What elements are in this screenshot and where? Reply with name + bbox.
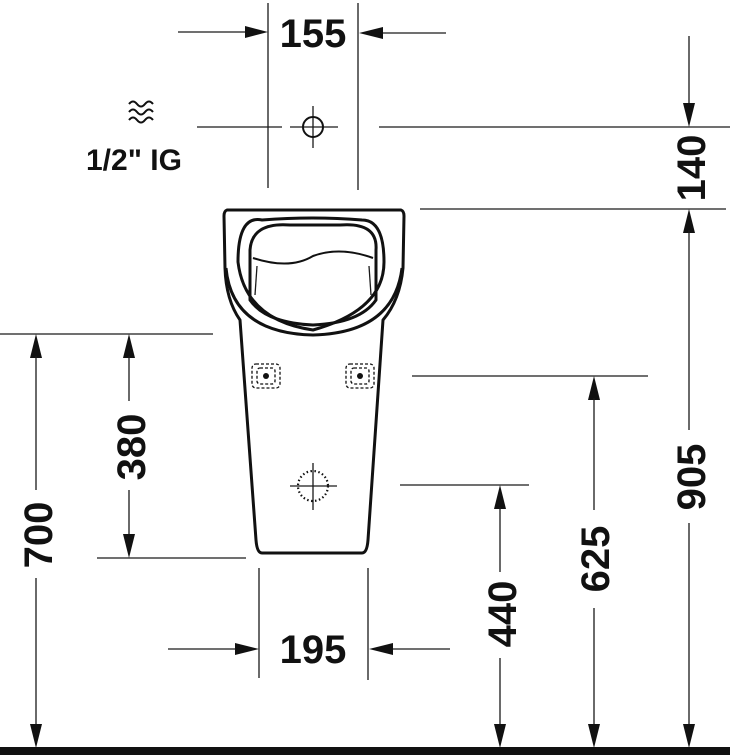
dim-label-905: 905 <box>670 444 714 511</box>
dim-label-700: 700 <box>17 502 61 569</box>
dim-195: 195 <box>168 568 450 680</box>
sensor-right-icon <box>345 363 375 389</box>
dim-label-195: 195 <box>280 628 347 672</box>
supply-label: 1/2" IG <box>86 144 182 177</box>
outlet-crosshair-icon <box>290 463 337 510</box>
inlet-crosshair-icon <box>302 116 324 138</box>
supply-inlet <box>197 106 730 148</box>
dim-label-155: 155 <box>280 12 347 56</box>
dim-700: 700 <box>0 333 213 748</box>
dim-label-440: 440 <box>481 581 525 648</box>
dim-625: 625 <box>412 375 648 748</box>
water-waves-icon <box>128 100 154 124</box>
dim-label-380: 380 <box>110 414 154 481</box>
floor-line <box>0 747 730 755</box>
dim-155: 155 <box>178 3 446 190</box>
dim-label-140: 140 <box>670 135 714 202</box>
dim-380: 380 <box>97 334 246 559</box>
dim-140: 140 <box>420 36 726 233</box>
sensor-left-icon <box>251 363 281 389</box>
dim-440: 440 <box>400 484 529 748</box>
dim-905: 905 <box>670 230 714 748</box>
urinal-body <box>222 208 406 555</box>
dim-label-625: 625 <box>574 526 618 593</box>
